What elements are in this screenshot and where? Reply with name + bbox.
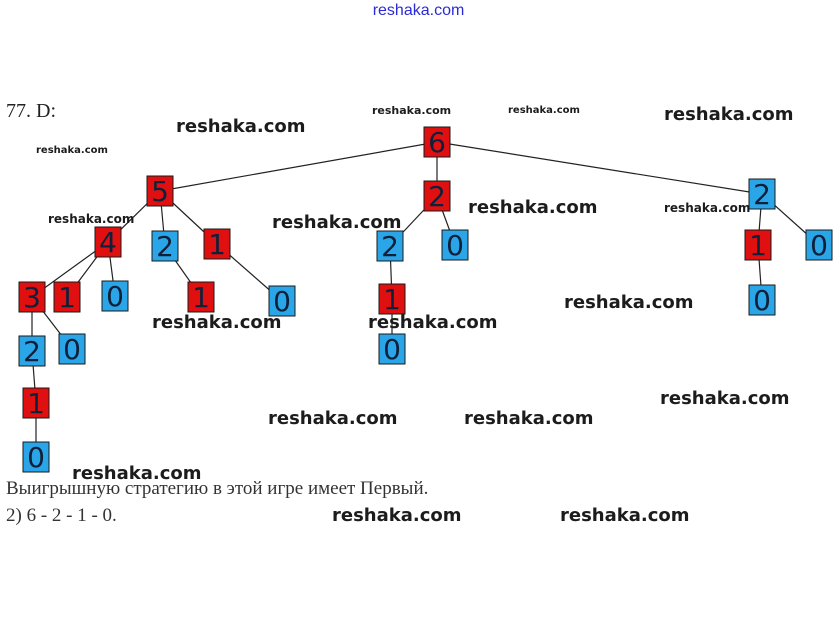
tree-node: 0: [378, 333, 406, 366]
tree-node-box: [748, 284, 776, 316]
watermark: reshaka.com: [268, 408, 398, 429]
tree-node-value: 1: [749, 229, 767, 262]
tree-node-box: [268, 285, 296, 317]
tree-node-value: 0: [106, 280, 124, 313]
tree-node: 0: [268, 285, 296, 318]
tree-node: 1: [22, 387, 50, 420]
tree-node-box: [22, 387, 50, 419]
tree-node: 5: [146, 175, 174, 208]
tree-node: 2: [423, 180, 451, 213]
watermark: reshaka.com: [664, 104, 794, 125]
tree-node-box: [423, 180, 451, 212]
tree-node-box: [203, 228, 231, 260]
watermark: reshaka.com: [372, 104, 452, 117]
tree-node: 1: [378, 283, 406, 316]
tree-node-value: 2: [753, 178, 771, 211]
tree-node-box: [744, 229, 772, 261]
tree-node: 1: [187, 281, 215, 314]
tree-node: 0: [22, 441, 50, 474]
tree-node: 6: [423, 126, 451, 159]
watermark: reshaka.com: [464, 408, 594, 429]
watermark: reshaka.com: [664, 201, 751, 215]
tree-node-box: [423, 126, 451, 158]
tree-node-value: 0: [753, 284, 771, 317]
watermark: reshaka.com: [468, 197, 598, 218]
tree-node: 2: [18, 335, 46, 368]
tree-node-value: 1: [192, 281, 210, 314]
tree-node-value: 4: [99, 226, 117, 259]
tree-node: 0: [748, 284, 776, 317]
tree-node: 2: [376, 230, 404, 263]
tree-node-box: [151, 230, 179, 262]
tree-node-value: 2: [23, 335, 41, 368]
tree-node-box: [378, 283, 406, 315]
watermark: reshaka.com: [508, 105, 580, 116]
tree-node: 1: [744, 229, 772, 262]
watermark: reshaka.com: [72, 463, 202, 484]
answer-text-line-2: 2) 6 - 2 - 1 - 0.: [6, 505, 117, 526]
tree-node-box: [22, 441, 50, 473]
tree-node: 0: [805, 229, 833, 262]
watermark: reshaka.com: [660, 388, 790, 409]
tree-node-box: [187, 281, 215, 313]
tree-node-value: 2: [428, 180, 446, 213]
tree-edge: [159, 141, 438, 192]
tree-node-box: [53, 281, 81, 313]
tree-node-box: [805, 229, 833, 261]
answer-text-line-1: Выигрышную стратегию в этой игре имеет П…: [6, 478, 429, 499]
problem-number-label: 77. D:: [6, 100, 56, 122]
watermark: reshaka.com: [48, 212, 135, 226]
tree-node-value: 0: [63, 333, 81, 366]
tree-node-box: [18, 335, 46, 367]
tree-node-value: 0: [446, 229, 464, 262]
tree-node: 3: [18, 281, 46, 314]
tree-node-box: [441, 229, 469, 261]
tree-node: 4: [94, 226, 122, 259]
tree-node-value: 6: [428, 126, 446, 159]
tree-node-value: 0: [27, 441, 45, 474]
tree-node-value: 2: [156, 230, 174, 263]
tree-node: 0: [101, 280, 129, 313]
tree-node-box: [146, 175, 174, 207]
tree-node-value: 1: [27, 387, 45, 420]
tree-node-box: [18, 281, 46, 313]
tree-node: 1: [203, 228, 231, 261]
tree-node-value: 2: [381, 230, 399, 263]
tree-node: 1: [53, 281, 81, 314]
watermark: reshaka.com: [36, 145, 108, 156]
tree-node-value: 1: [208, 228, 226, 261]
tree-node-value: 0: [273, 285, 291, 318]
tree-node-box: [378, 333, 406, 365]
watermark: reshaka.com: [332, 505, 462, 526]
watermark: reshaka.com: [272, 212, 402, 233]
tree-node: 2: [151, 230, 179, 263]
tree-node: 0: [441, 229, 469, 262]
tree-node-value: 3: [23, 281, 41, 314]
tree-node-box: [101, 280, 129, 312]
tree-node-value: 1: [58, 281, 76, 314]
watermark: reshaka.com: [152, 312, 282, 333]
watermark: reshaka.com: [368, 312, 498, 333]
tree-node-value: 0: [810, 229, 828, 262]
site-header-link[interactable]: reshaka.com: [372, 2, 465, 19]
tree-node-box: [748, 178, 776, 210]
watermark: reshaka.com: [564, 292, 694, 313]
watermark: reshaka.com: [176, 116, 306, 137]
tree-node-box: [376, 230, 404, 262]
tree-node-value: 5: [151, 175, 169, 208]
tree-node: 0: [58, 333, 86, 366]
tree-edge: [436, 141, 763, 195]
tree-node-value: 0: [383, 333, 401, 366]
tree-node-box: [58, 333, 86, 365]
tree-node-value: 1: [383, 283, 401, 316]
watermark: reshaka.com: [560, 505, 690, 526]
tree-node: 2: [748, 178, 776, 211]
tree-node-box: [94, 226, 122, 258]
